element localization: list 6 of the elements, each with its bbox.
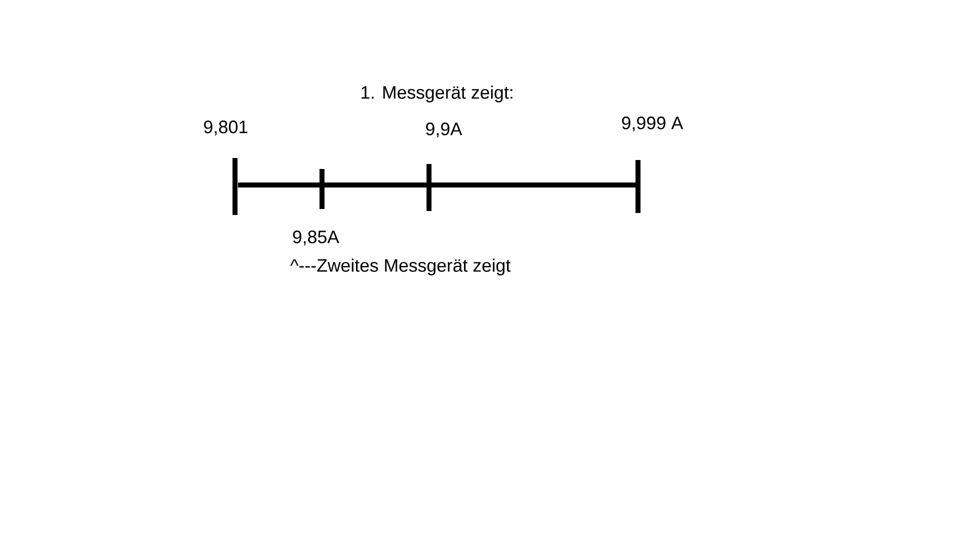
value-label: 9,999 A — [622, 116, 684, 132]
value-label: 9,801 — [204, 120, 248, 136]
value-label: 9,9A — [426, 122, 462, 138]
heading-text: 1. Messgerät zeigt: — [362, 86, 512, 102]
note-text: ^---Zweites Messgerät zeigt — [290, 258, 511, 276]
value-label: 9,85A — [293, 230, 340, 246]
